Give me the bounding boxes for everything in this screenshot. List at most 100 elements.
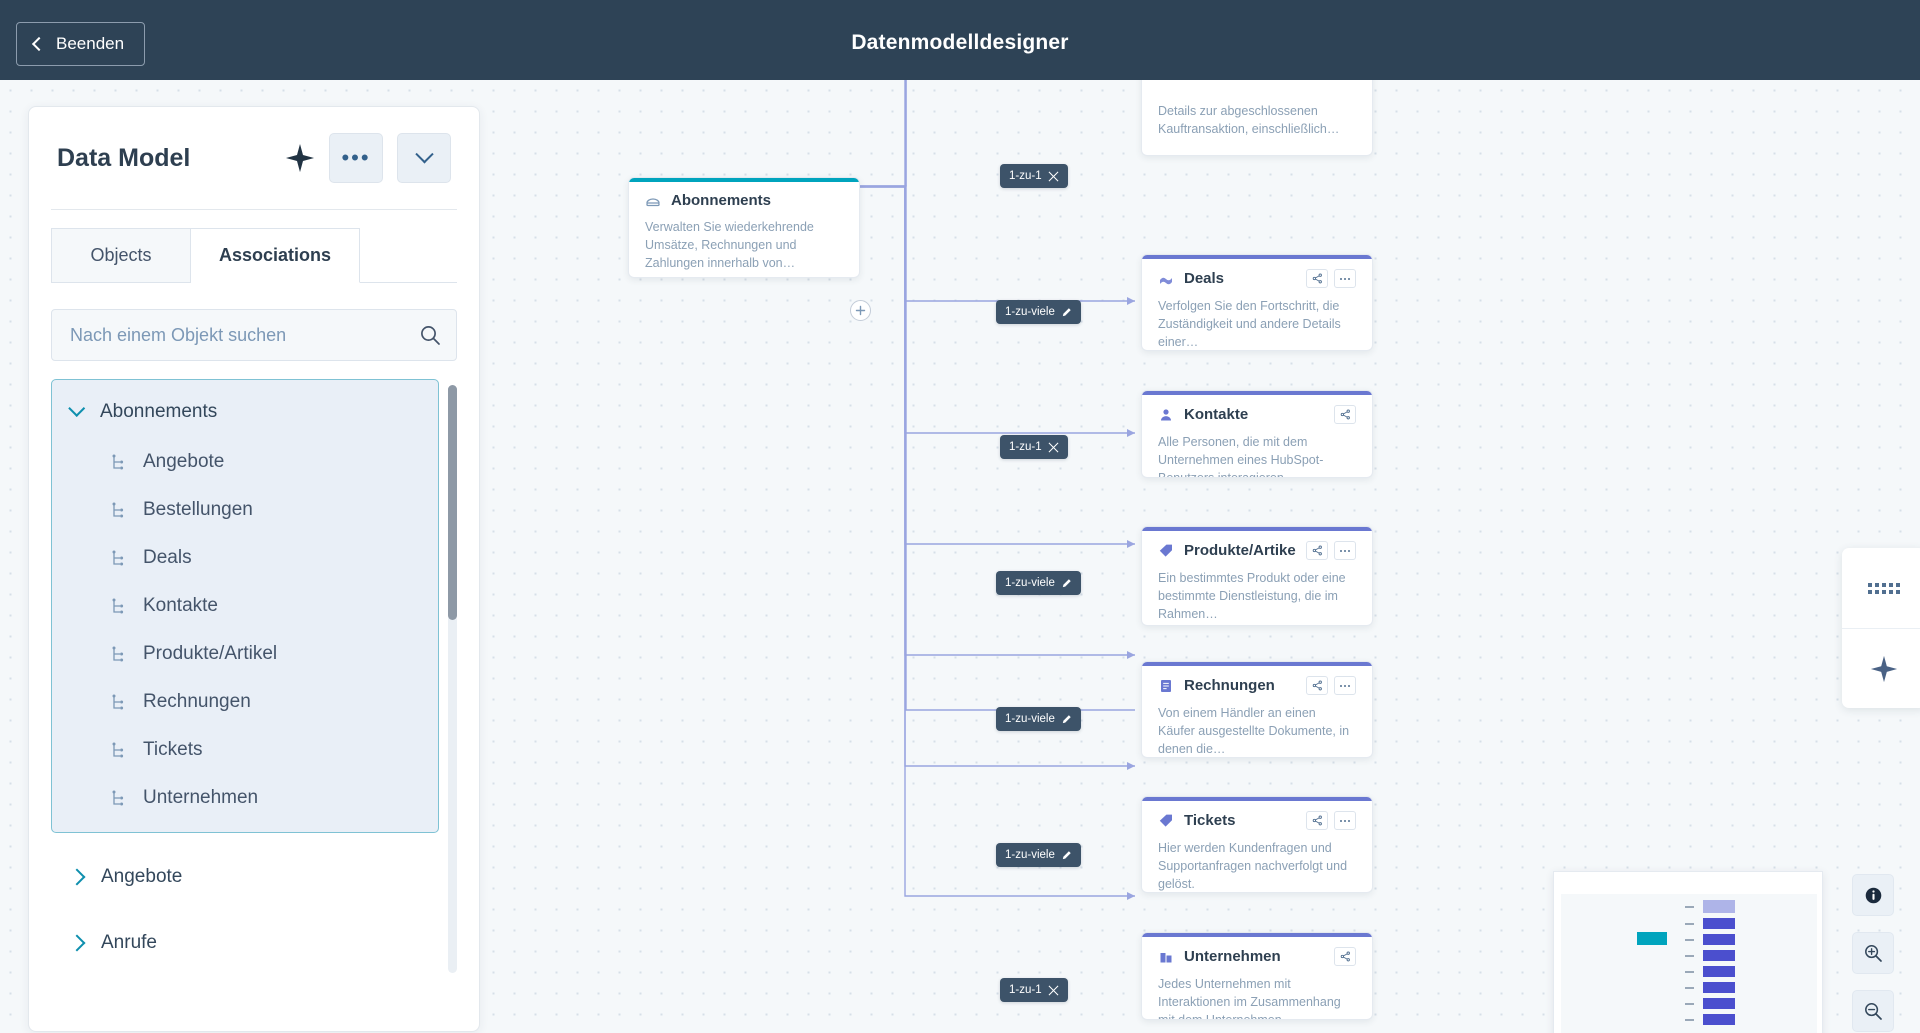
data-model-panel: Data Model ••• Objects Associations [28, 106, 480, 1032]
node-actions [1306, 676, 1356, 695]
tab-associations[interactable]: Associations [191, 228, 361, 283]
panel-toggle-button[interactable] [1842, 548, 1920, 628]
panel-more-button[interactable]: ••• [329, 133, 383, 183]
branch-icon [112, 790, 124, 805]
graph-node-deals[interactable]: Deals Verfolgen Sie den Fortschritt, die… [1141, 254, 1373, 351]
graph-node-produkte[interactable]: Produkte/Artikel Ein bestimmtes Produkt … [1141, 526, 1373, 626]
edge-label[interactable]: 1-zu-viele [996, 571, 1081, 595]
search-container [51, 309, 457, 361]
graph-node[interactable]: Details zur abgeschlossenen Kauftransakt… [1141, 80, 1373, 156]
tree-item[interactable]: Produkte/Artikel [52, 630, 438, 678]
edge-label-text: 1-zu-1 [1009, 170, 1042, 182]
panel-collapse-button[interactable] [397, 133, 451, 183]
tree-scrollbar-thumb[interactable] [448, 385, 457, 620]
zoom-toolbar [1852, 874, 1894, 1033]
zoom-out-icon [1865, 1003, 1882, 1020]
info-button[interactable] [1852, 874, 1894, 916]
tree-item[interactable]: Rechnungen [52, 678, 438, 726]
search-input[interactable] [51, 309, 457, 361]
branch-icon [112, 550, 124, 565]
page-title: Datenmodelldesigner [851, 31, 1069, 54]
minimap-node [1703, 966, 1735, 977]
share-icon[interactable] [1334, 405, 1356, 424]
edge-label[interactable]: 1-zu-viele [996, 707, 1081, 731]
panel-title: Data Model [57, 143, 191, 172]
graph-node-kontakte[interactable]: Kontakte Alle Personen, die mit dem Unte… [1141, 390, 1373, 478]
branch-icon [112, 646, 124, 661]
edge-label[interactable]: 1-zu-viele [996, 843, 1081, 867]
chevron-right-icon [68, 934, 86, 952]
zoom-in-icon [1865, 945, 1882, 962]
minimap-node [1703, 950, 1735, 961]
share-icon[interactable] [1306, 269, 1328, 288]
tree-scroll-area[interactable]: Abonnements Angebote [51, 379, 457, 979]
sparkle-ai-icon[interactable] [285, 143, 315, 173]
tree-item-label: Produkte/Artikel [143, 643, 278, 664]
minimap-edge [1685, 987, 1694, 989]
zoom-out-button[interactable] [1852, 990, 1894, 1032]
search-icon[interactable] [419, 324, 441, 346]
minimap-node [1703, 918, 1735, 929]
edge-label[interactable]: 1-zu-1 [1000, 164, 1068, 188]
designer-canvas[interactable]: Abonnements Verwalten Sie wiederkehrende… [0, 80, 1920, 1033]
tab-label: Objects [90, 245, 152, 265]
pencil-icon [1062, 307, 1071, 316]
zoom-in-button[interactable] [1852, 932, 1894, 974]
minimap[interactable] [1553, 871, 1823, 1033]
tree-group-angebote[interactable]: Angebote [51, 849, 439, 905]
tree-item-label: Bestellungen [143, 499, 253, 520]
share-icon[interactable] [1306, 676, 1328, 695]
cardinality-icon [1048, 171, 1059, 181]
minimap-edge [1685, 923, 1694, 925]
ellipsis-icon[interactable] [1334, 811, 1356, 830]
tabs-filler [360, 228, 457, 283]
exit-button[interactable]: Beenden [16, 22, 146, 66]
minimap-node [1703, 998, 1735, 1009]
tab-label: Associations [219, 245, 332, 265]
minimap-edge [1685, 906, 1694, 908]
tree-item-label: Rechnungen [143, 691, 251, 712]
share-icon[interactable] [1334, 947, 1356, 966]
add-association-button[interactable] [850, 300, 871, 321]
minimap-edge [1685, 955, 1694, 957]
tree-item[interactable]: Angebote [52, 438, 438, 486]
minimap-node [1703, 900, 1735, 913]
tree-scrollbar-track[interactable] [448, 385, 457, 973]
edge-label-text: 1-zu-1 [1009, 441, 1042, 453]
edge-label[interactable]: 1-zu-1 [1000, 978, 1068, 1002]
node-description: Ein bestimmtes Produkt oder eine bestimm… [1158, 571, 1346, 621]
graph-node-unternehmen[interactable]: Unternehmen Jedes Unternehmen mit Intera… [1141, 932, 1373, 1020]
node-actions [1334, 947, 1356, 966]
tab-objects[interactable]: Objects [51, 228, 191, 283]
tree-item[interactable]: Tickets [52, 726, 438, 774]
exit-button-label: Beenden [56, 34, 125, 53]
share-icon[interactable] [1306, 541, 1328, 560]
node-title: Rechnungen [1184, 677, 1275, 694]
minimap-edge [1685, 939, 1694, 941]
tree-group-label: Angebote [101, 866, 183, 887]
chevron-down-icon [68, 399, 86, 417]
graph-node-rechnungen[interactable]: Rechnungen Von einem Händler an einen Kä… [1141, 661, 1373, 758]
graph-node-tickets[interactable]: Tickets Hier werden Kundenfragen und Sup… [1141, 796, 1373, 893]
tree-group-header[interactable]: Abonnements [52, 386, 438, 438]
tree-item[interactable]: Bestellungen [52, 486, 438, 534]
plus-icon [855, 305, 866, 316]
tree-group-anrufe[interactable]: Anrufe [51, 915, 439, 971]
info-icon [1865, 887, 1881, 903]
tree-group-label: Anrufe [101, 932, 157, 953]
branch-icon [112, 598, 124, 613]
ai-assistant-button[interactable] [1842, 628, 1920, 708]
edge-label[interactable]: 1-zu-viele [996, 300, 1081, 324]
graph-node-source[interactable]: Abonnements Verwalten Sie wiederkehrende… [628, 177, 860, 278]
share-icon[interactable] [1306, 811, 1328, 830]
tree-item[interactable]: Deals [52, 534, 438, 582]
ticket-icon [1159, 814, 1172, 827]
edge-label[interactable]: 1-zu-1 [1000, 435, 1068, 459]
ellipsis-icon[interactable] [1334, 541, 1356, 560]
tree-item[interactable]: Kontakte [52, 582, 438, 630]
tree-item[interactable]: Unternehmen [52, 774, 438, 822]
ellipsis-icon[interactable] [1334, 676, 1356, 695]
ellipsis-icon[interactable] [1334, 269, 1356, 288]
node-title: Produkte/Artikel [1184, 542, 1296, 559]
edge-label-text: 1-zu-viele [1005, 577, 1055, 589]
